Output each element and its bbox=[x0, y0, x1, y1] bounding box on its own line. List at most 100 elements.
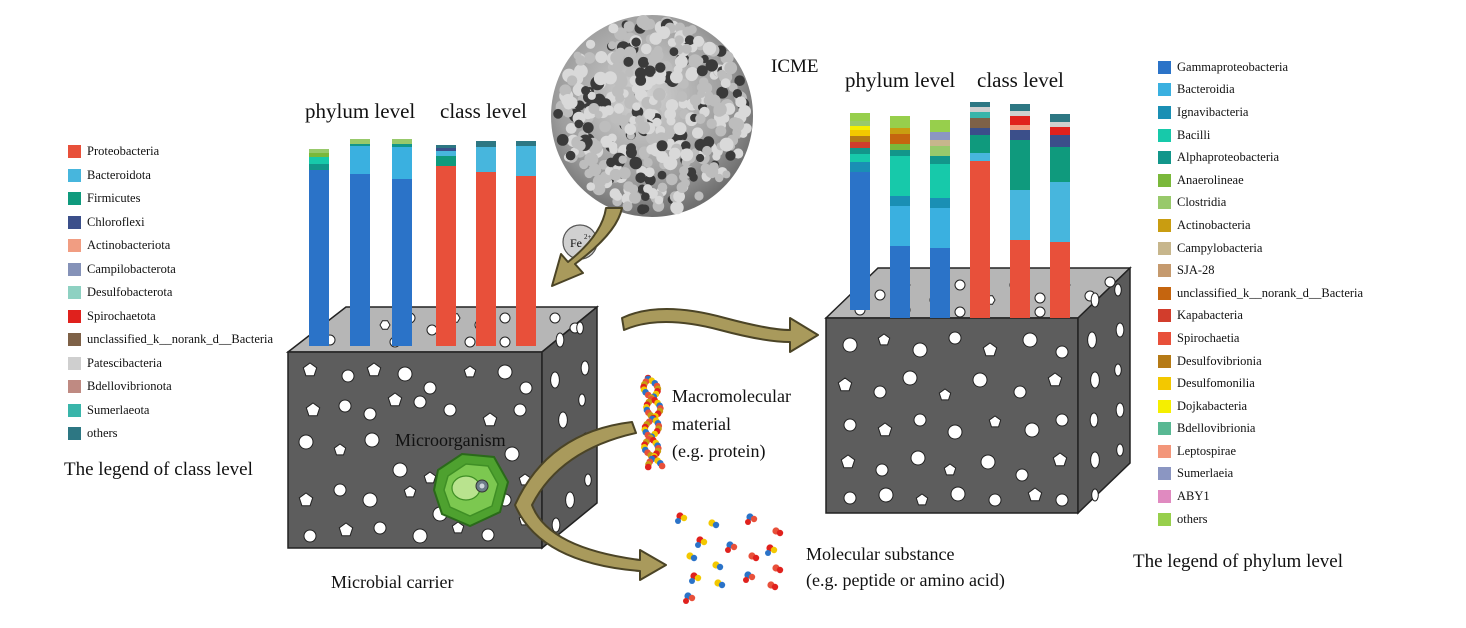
bar-segment bbox=[850, 130, 870, 136]
legend-swatch bbox=[1158, 151, 1171, 165]
legend-label: Ignavibacteria bbox=[1177, 104, 1249, 119]
bar-segment bbox=[890, 156, 910, 196]
bar-segment bbox=[890, 196, 910, 206]
right-phylum-level-heading: phylum level bbox=[845, 68, 955, 92]
bar-segment bbox=[850, 142, 870, 148]
legend-swatch bbox=[1158, 467, 1171, 481]
legend-swatch bbox=[1158, 173, 1171, 187]
legend-label: Proteobacteria bbox=[87, 144, 160, 159]
legend-label: Desulfomonilia bbox=[1177, 376, 1255, 391]
bar-segment bbox=[1010, 190, 1030, 240]
bar-segment bbox=[970, 128, 990, 135]
legend-item: Campylobacteria bbox=[1158, 237, 1363, 260]
bar-segment bbox=[850, 113, 870, 121]
bar-segment bbox=[970, 153, 990, 161]
legend-swatch bbox=[68, 356, 81, 370]
bar-segment bbox=[1050, 147, 1070, 182]
legend-label: Spirochaetota bbox=[87, 308, 156, 323]
legend-label: Bdellovibrionia bbox=[1177, 421, 1256, 436]
arrow-icme-to-carrier bbox=[551, 207, 623, 287]
bar-segment bbox=[436, 151, 456, 156]
bar-segment bbox=[1050, 242, 1070, 318]
bar-segment bbox=[970, 102, 990, 107]
legend-item: Campilobacterota bbox=[68, 258, 273, 282]
bar-segment bbox=[930, 140, 950, 146]
legend-swatch bbox=[1158, 218, 1171, 232]
bar-segment bbox=[1010, 140, 1030, 190]
legend-swatch bbox=[68, 403, 81, 417]
bar-segment bbox=[1010, 104, 1030, 111]
legend-label: ABY1 bbox=[1177, 489, 1210, 504]
bar-segment bbox=[970, 135, 990, 153]
left-phylum-level-heading: phylum level bbox=[305, 99, 415, 123]
bar-segment bbox=[1010, 116, 1030, 125]
legend-label: Spirochaetia bbox=[1177, 330, 1240, 345]
fe-label: Fe bbox=[570, 236, 582, 250]
bar-segment bbox=[309, 157, 329, 164]
legend-swatch bbox=[1158, 354, 1171, 368]
bar-segment bbox=[890, 134, 910, 144]
bar-segment bbox=[1050, 135, 1070, 147]
legend-item: others bbox=[1158, 508, 1363, 531]
legend-item: unclassified_k__norank_d__Bacteria bbox=[1158, 282, 1363, 305]
bar-segment bbox=[1050, 114, 1070, 122]
legend-item: Bacteroidia bbox=[1158, 79, 1363, 102]
bar-segment bbox=[392, 139, 412, 144]
bar-segment bbox=[970, 107, 990, 112]
legend-label: Patescibacteria bbox=[87, 355, 162, 370]
legend-swatch bbox=[1158, 196, 1171, 210]
legend-swatch bbox=[1158, 422, 1171, 436]
bar-segment bbox=[350, 139, 370, 144]
legend-item: Firmicutes bbox=[68, 187, 273, 211]
legend-item: Spirochaetia bbox=[1158, 327, 1363, 350]
legend-label: others bbox=[1177, 511, 1208, 526]
legend-item: Bdellovibrionia bbox=[1158, 418, 1363, 441]
legend-swatch bbox=[1158, 105, 1171, 119]
bar-segment bbox=[309, 164, 329, 170]
microorganism-cell-icon bbox=[432, 452, 510, 528]
bar-segment bbox=[1050, 127, 1070, 135]
bar-segment bbox=[850, 126, 870, 130]
legend-item: Dojkabacteria bbox=[1158, 395, 1363, 418]
legend-label: Dojkabacteria bbox=[1177, 398, 1248, 413]
legend-item: Desulfovibrionia bbox=[1158, 350, 1363, 373]
bar-segment bbox=[392, 144, 412, 147]
legend-label: Chloroflexi bbox=[87, 214, 145, 229]
bar-segment bbox=[350, 146, 370, 174]
bar-segment bbox=[309, 170, 329, 346]
bar-segment bbox=[392, 179, 412, 346]
bar-segment bbox=[970, 118, 990, 128]
legend-item: Actinobacteria bbox=[1158, 214, 1363, 237]
legend-swatch bbox=[1158, 377, 1171, 391]
legend-label: unclassified_k__norank_d__Bacteria bbox=[87, 332, 274, 347]
arrow-left-to-right-carrier bbox=[621, 308, 819, 353]
class-legend-caption: The legend of class level bbox=[64, 459, 253, 480]
fe-charge-label: 2+ bbox=[584, 233, 592, 241]
macromolecular-label-line2: material bbox=[672, 414, 731, 434]
bar-segment bbox=[516, 146, 536, 176]
legend-swatch bbox=[1158, 83, 1171, 97]
legend-swatch bbox=[68, 145, 81, 159]
molecular-particles-icon bbox=[675, 512, 784, 604]
legend-swatch bbox=[68, 333, 81, 347]
legend-item: Kapabacteria bbox=[1158, 305, 1363, 328]
molecular-label-line1: Molecular substance bbox=[806, 544, 954, 564]
bar-segment bbox=[850, 154, 870, 162]
legend-item: others bbox=[68, 422, 273, 446]
bar-segment bbox=[850, 172, 870, 310]
bar-segment bbox=[890, 150, 910, 156]
icme-label: ICME bbox=[771, 56, 819, 77]
bar-segment bbox=[890, 144, 910, 150]
legend-swatch bbox=[68, 427, 81, 441]
bar-segment bbox=[309, 153, 329, 157]
legend-item: Alphaproteobacteria bbox=[1158, 146, 1363, 169]
arrow-macro-to-molecular bbox=[514, 421, 667, 581]
legend-swatch bbox=[1158, 490, 1171, 504]
bar-segment bbox=[850, 121, 870, 126]
legend-label: Bacteroidota bbox=[87, 167, 151, 182]
bar-segment bbox=[476, 172, 496, 346]
legend-item: Sumerlaeota bbox=[68, 399, 273, 423]
legend-label: Actinobacteria bbox=[1177, 217, 1251, 232]
